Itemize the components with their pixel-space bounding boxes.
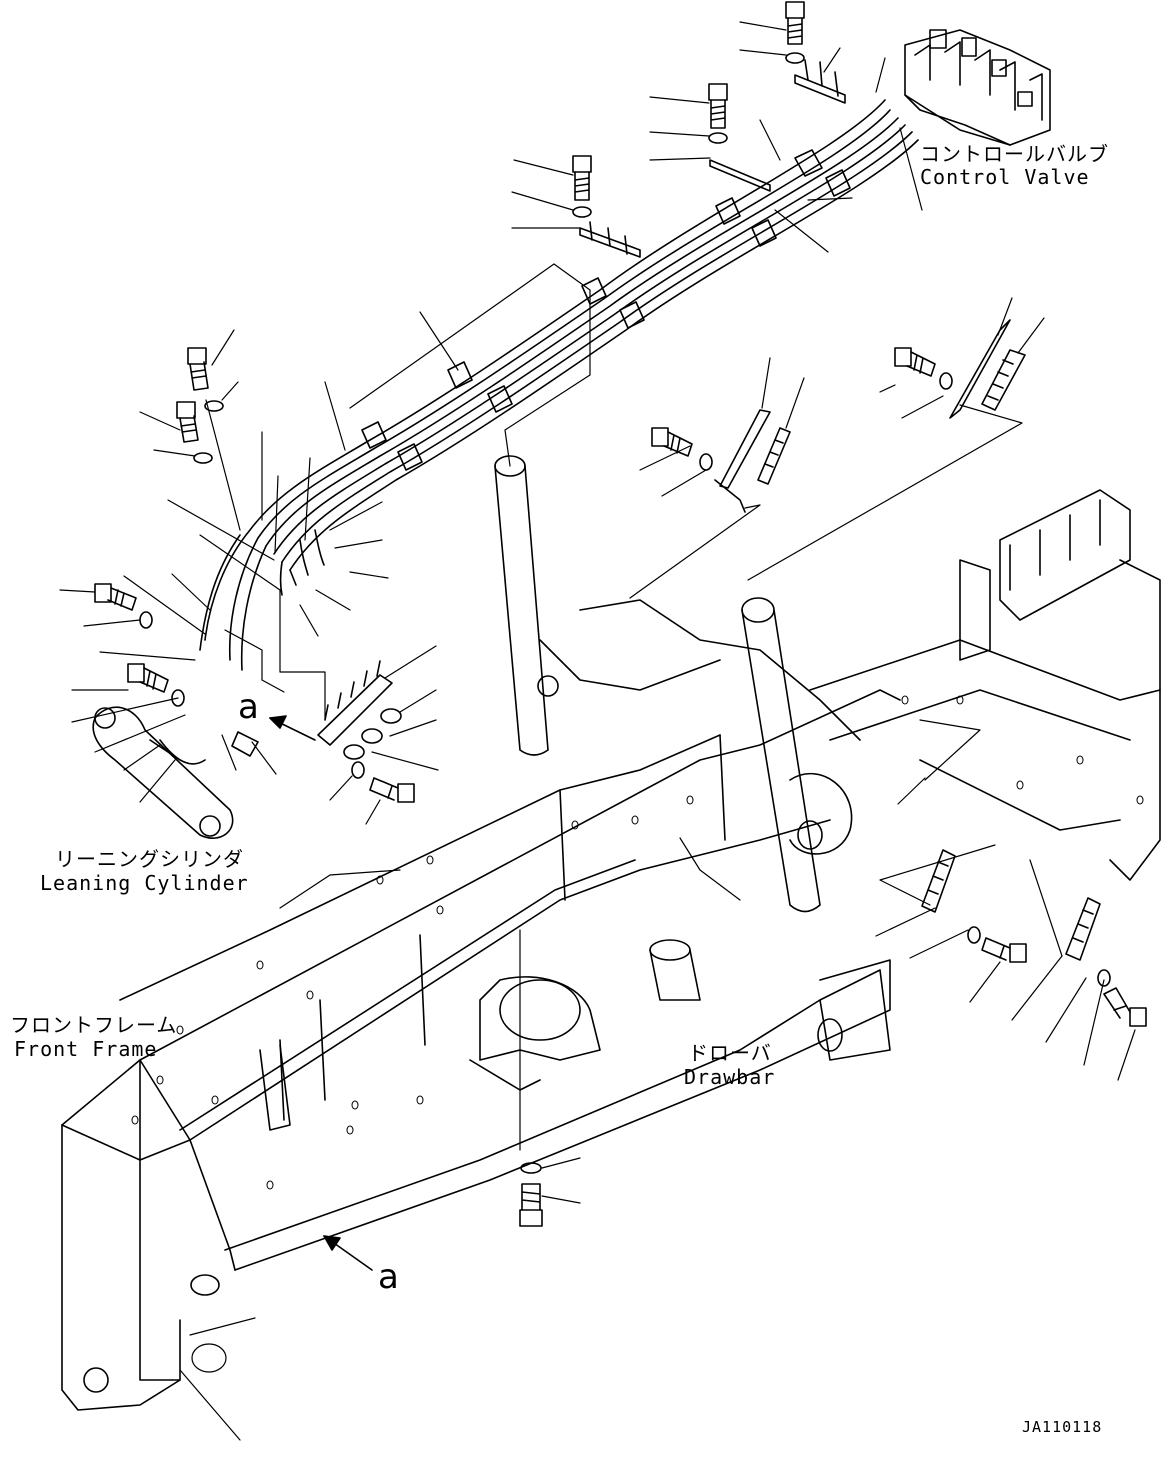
- control-valve-label-jp: コントロールバルブ: [920, 142, 1109, 166]
- hose-clamps: [361, 149, 851, 471]
- leader-lines: [59, 21, 1136, 1441]
- leaning-cylinder-part: [92, 706, 259, 839]
- leaning-cylinder-label-jp: リーニングシリンダ: [55, 847, 244, 871]
- view-marker-a-upper: a: [238, 687, 259, 727]
- control-valve-label-en: Control Valve: [920, 165, 1090, 189]
- view-arrows: [269, 715, 373, 1271]
- bolt-parts: [94, 1, 1147, 1227]
- rear-frame-part: [537, 489, 1161, 881]
- hose-brackets: [579, 59, 1011, 513]
- front-frame-label-jp: フロントフレーム: [10, 1013, 178, 1037]
- drawbar-label-en: Drawbar: [684, 1065, 776, 1089]
- front-frame-part: [61, 689, 901, 1411]
- mounting-holes: [131, 695, 1144, 1190]
- drawbar-part: [469, 939, 891, 1091]
- drawbar-label-jp: ドローバ: [688, 1041, 772, 1065]
- support-post-left: [494, 455, 549, 756]
- front-frame-label-en: Front Frame: [14, 1037, 158, 1061]
- drawing-code: JA110118: [1022, 1418, 1103, 1436]
- fitting-manifold: [317, 660, 402, 760]
- view-marker-a-lower: a: [378, 1257, 399, 1297]
- control-valve-part: [904, 29, 1051, 146]
- leaning-cylinder-label-en: Leaning Cylinder: [40, 871, 249, 895]
- support-post-right: [741, 597, 821, 913]
- hose-protectors: [757, 349, 1101, 961]
- hose-bundle: [199, 99, 919, 671]
